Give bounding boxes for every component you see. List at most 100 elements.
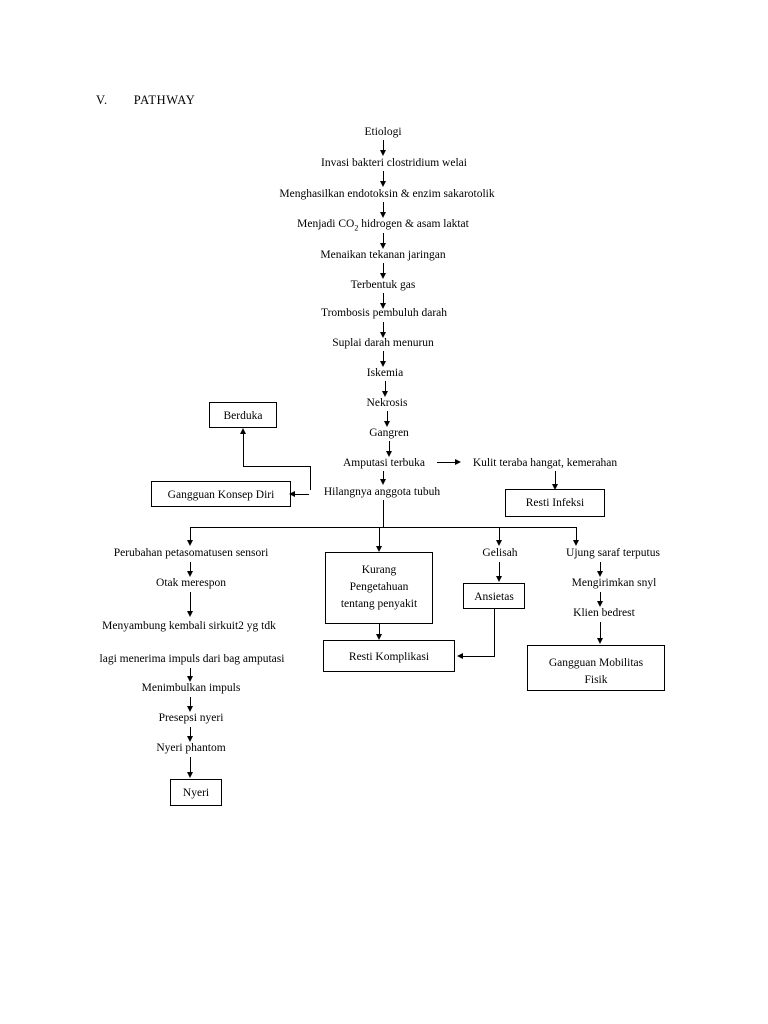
connector-gangren-amputasi: [389, 441, 390, 453]
arrowhead-left-icon: [457, 653, 463, 659]
connector-perubahan-otak: [190, 562, 191, 574]
connector-bus-branch-kurang-pengetahuan: [379, 527, 380, 549]
arrowhead-down-icon: [597, 638, 603, 644]
node-gangguan-konsep-diri: Gangguan Konsep Diri: [151, 481, 291, 507]
arrowhead-down-icon: [597, 571, 603, 577]
node-menyambung-line2: lagi menerima impuls dari bag amputasi: [99, 653, 285, 665]
node-gangren: Gangren: [369, 427, 409, 439]
arrowhead-down-icon: [552, 484, 558, 490]
connector-tekanan-gas: [383, 263, 384, 275]
connector-hilangnya-gangguan-konsep-diri: [293, 494, 309, 495]
node-klien-bedrest: Klien bedrest: [573, 607, 635, 619]
connector-hilangnya-bus-drop: [383, 500, 384, 527]
arrowhead-down-icon: [380, 243, 386, 249]
arrowhead-right-icon: [455, 459, 461, 465]
arrowhead-down-icon: [380, 361, 386, 367]
node-etiologi: Etiologi: [364, 126, 402, 138]
node-kurang-pengetahuan-line2: Pengetahuan: [349, 581, 409, 593]
arrowhead-down-icon: [187, 706, 193, 712]
node-gas: Terbentuk gas: [350, 279, 416, 291]
arrowhead-down-icon: [380, 479, 386, 485]
page-title: V. PATHWAY: [96, 93, 195, 108]
arrowhead-left-icon: [289, 491, 295, 497]
arrowhead-down-icon: [187, 736, 193, 742]
connector-kurang-pengetahuan-resti-komplikasi: [379, 624, 380, 638]
arrowhead-down-icon: [380, 273, 386, 279]
connector-klien-bedrest-gangguan-mobilitas: [600, 622, 601, 642]
connector-nekrosis-gangren: [387, 411, 388, 423]
node-gangguan-mobilitas: Gangguan Mobilitas Fisik: [527, 645, 665, 691]
node-presepsi: Presepsi nyeri: [158, 712, 224, 724]
connector-berduka-riser: [243, 434, 244, 466]
node-resti-komplikasi: Resti Komplikasi: [323, 640, 455, 672]
node-co2: Menjadi CO2 hidrogen & asam laktat: [297, 218, 469, 233]
node-menimbulkan: Menimbulkan impuls: [141, 682, 241, 694]
connector-ujung-saraf-mengirimkan: [600, 562, 601, 574]
connector-gas-trombosis: [383, 293, 384, 305]
node-endotoksin: Menghasilkan endotoksin & enzim sakaroto…: [279, 188, 495, 200]
connector-amputasi-berduka-horizontal: [243, 466, 311, 467]
node-kurang-pengetahuan-line1: Kurang: [361, 564, 397, 576]
node-tekanan: Menaikan tekanan jaringan: [320, 249, 446, 261]
node-nyeri-phantom: Nyeri phantom: [156, 742, 226, 754]
connector-endotoksin-co2: [383, 202, 384, 214]
node-kurang-pengetahuan-line3: tentang penyakit: [340, 598, 418, 610]
connector-invasi-endotoksin: [383, 171, 384, 183]
connector-presepsi-nyeri-phantom: [190, 727, 191, 739]
arrowhead-down-icon: [386, 451, 392, 457]
node-ansietas: Ansietas: [463, 583, 525, 609]
section-number: V.: [96, 93, 108, 107]
connector-gelisah-ansietas: [499, 562, 500, 580]
node-kulit: Kulit teraba hangat, kemerahan: [472, 457, 618, 469]
subscript-2: 2: [354, 223, 359, 233]
arrowhead-down-icon: [496, 540, 502, 546]
arrowhead-down-icon: [187, 676, 193, 682]
arrowhead-down-icon: [376, 634, 382, 640]
connector-iskemia-nekrosis: [385, 381, 386, 393]
node-nekrosis: Nekrosis: [366, 397, 408, 409]
arrowhead-down-icon: [187, 772, 193, 778]
connector-amputasi-berduka-stub: [310, 466, 311, 490]
connector-mengirimkan-klien-bedrest: [600, 592, 601, 604]
node-iskemia: Iskemia: [366, 367, 404, 379]
connector-etiologi-invasi: [383, 140, 384, 152]
node-kurang-pengetahuan: Kurang Pengetahuan tentang penyakit: [325, 552, 433, 624]
arrowhead-down-icon: [187, 571, 193, 577]
connector-kulit-resti-infeksi: [555, 471, 556, 488]
arrowhead-down-icon: [376, 546, 382, 552]
node-otak: Otak merespon: [156, 577, 226, 589]
section-title: PATHWAY: [133, 93, 196, 107]
arrowhead-up-icon: [240, 428, 246, 434]
arrowhead-down-icon: [187, 611, 193, 617]
arrowhead-down-icon: [380, 181, 386, 187]
node-ujung-saraf: Ujung saraf terputus: [566, 547, 660, 559]
arrowhead-down-icon: [380, 303, 386, 309]
arrowhead-down-icon: [597, 601, 603, 607]
connector-bus-branch-perubahan: [190, 527, 191, 542]
connector-ansietas-resti-komplikasi: [463, 656, 495, 657]
connector-amputasi-hilangnya: [383, 471, 384, 481]
connector-amputasi-kulit: [437, 462, 457, 463]
connector-otak-menyambung: [190, 592, 191, 614]
arrowhead-down-icon: [382, 391, 388, 397]
node-resti-infeksi: Resti Infeksi: [505, 489, 605, 517]
node-perubahan: Perubahan petasomatusen sensori: [113, 547, 269, 559]
arrowhead-down-icon: [496, 576, 502, 582]
connector-ansietas-riser: [494, 609, 495, 656]
node-trombosis: Trombosis pembuluh darah: [320, 307, 448, 319]
connector-fanout-bus: [190, 527, 576, 528]
node-gangguan-mobilitas-line1: Gangguan Mobilitas: [548, 657, 644, 669]
node-menyambung-line1: Menyambung kembali sirkuit2 yg tdk: [102, 620, 276, 632]
arrowhead-down-icon: [380, 332, 386, 338]
connector-nyeri-phantom-nyeri: [190, 757, 191, 775]
connector-menyambung-menimbulkan: [190, 668, 191, 680]
node-invasi: Invasi bakteri clostridium welai: [321, 157, 467, 169]
connector-bus-branch-ujung-saraf: [576, 527, 577, 542]
node-gangguan-mobilitas-line2: Fisik: [584, 674, 608, 686]
arrowhead-down-icon: [573, 540, 579, 546]
node-hilangnya: Hilangnya anggota tubuh: [323, 486, 441, 498]
connector-suplai-iskemia: [383, 351, 384, 363]
node-amputasi: Amputasi terbuka: [342, 457, 426, 469]
arrowhead-down-icon: [384, 421, 390, 427]
